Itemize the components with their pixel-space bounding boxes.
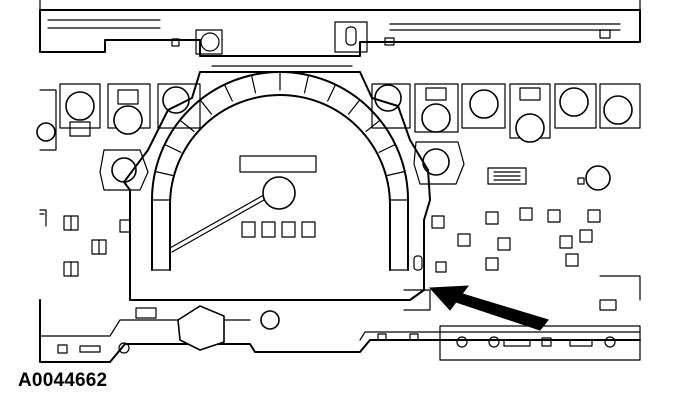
dial-tick (303, 74, 310, 94)
callout-arrow (428, 285, 549, 331)
dial-tick (199, 99, 212, 115)
dial-tick-marks (151, 71, 409, 201)
dial-indicator (413, 255, 423, 271)
lower-housing-details (57, 289, 641, 361)
digit-box (241, 221, 256, 238)
bulb-socket (107, 83, 151, 135)
bulb-socket (599, 83, 641, 129)
bulb-socket (157, 83, 201, 129)
dial-tick (179, 119, 195, 132)
dial-tick (378, 143, 396, 153)
dial-tick (223, 84, 233, 102)
digit-box (301, 221, 316, 238)
odometer-window (239, 155, 317, 173)
speedometer-dial (151, 71, 409, 271)
needle-hub (262, 176, 296, 210)
dial-tick (154, 170, 174, 177)
digit-box (281, 221, 296, 238)
dial-tick (386, 170, 406, 177)
digit-box (261, 221, 276, 238)
bulb-socket (509, 83, 551, 143)
bulb-socket (36, 89, 57, 151)
bulb-socket (554, 83, 597, 129)
figure-id-label: A0044662 (18, 370, 108, 391)
right-indicator-symbols (413, 141, 641, 301)
dial-tick (164, 143, 182, 153)
bulb-socket (59, 83, 101, 137)
dial-tick (348, 99, 361, 115)
cluster-housing (39, 0, 641, 363)
dial-tick (365, 119, 381, 132)
bulb-socket (461, 83, 506, 129)
dial-tick (327, 84, 337, 102)
gauge-needle (169, 176, 296, 253)
trip-digit-boxes (241, 221, 316, 238)
bulb-socket-row (36, 83, 641, 151)
left-indicator-symbols (39, 149, 149, 277)
top-strip-features (47, 19, 621, 55)
bulb-socket (414, 83, 459, 133)
dial-tick (250, 74, 257, 94)
